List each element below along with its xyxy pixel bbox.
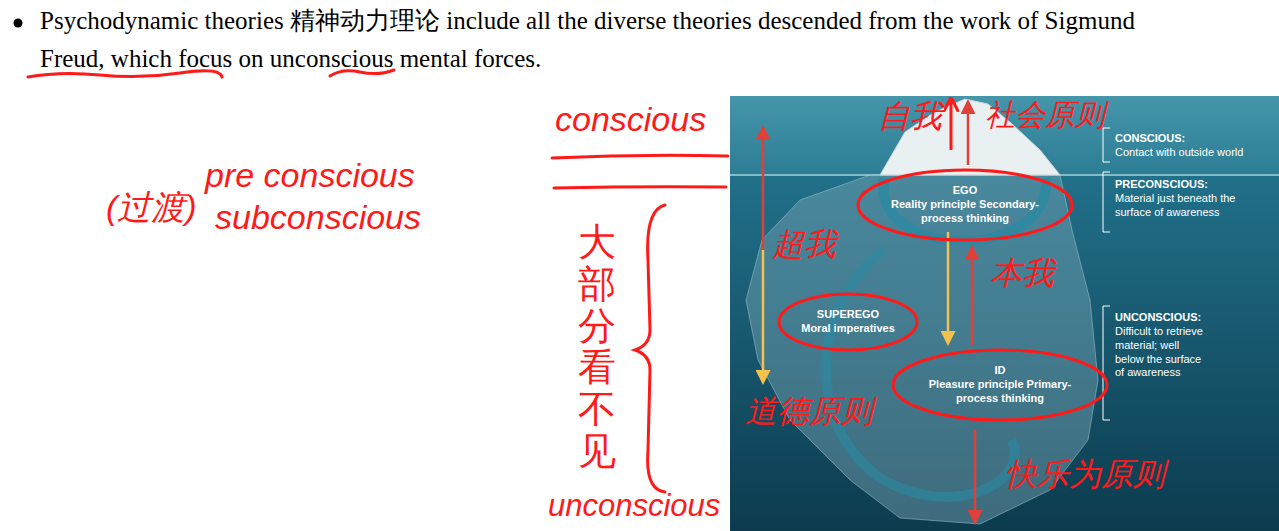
handwritten-note: (过渡) (106, 188, 197, 227)
structure-name: EGO (953, 184, 977, 198)
process-arrow (762, 128, 765, 250)
process-arrow (971, 248, 974, 345)
structure-name: ID (995, 364, 1006, 378)
bullet-dot (14, 19, 23, 28)
layer-heading: CONSCIOUS: (1115, 132, 1185, 146)
layer-heading: PRECONSCIOUS: (1115, 178, 1208, 192)
handwritten-note: 社会原则 (985, 98, 1105, 133)
layer-heading: UNCONSCIOUS: (1115, 311, 1201, 325)
handwritten-note: 超我 (772, 226, 836, 263)
hand-line (554, 187, 726, 188)
process-arrow (947, 232, 950, 343)
bullet-heading: Psychodynamic theories 精神动力理论 include al… (40, 2, 1190, 78)
layer-description: Difficult to retrieve material; well bel… (1115, 325, 1207, 380)
layer-bracket (1103, 128, 1110, 162)
structure-principle: Reality principle Secondary-process thin… (880, 198, 1050, 226)
handwritten-note: conscious (555, 100, 706, 139)
process-arrow (974, 430, 977, 522)
superego-ellipse: SUPEREGOMoral imperatives (777, 292, 919, 352)
handwritten-note: pre conscious (205, 156, 415, 195)
process-arrow (967, 102, 970, 165)
handwritten-note: unconscious (548, 488, 720, 524)
ego-ellipse: EGOReality principle Secondary-process t… (856, 168, 1074, 242)
handwritten-note: 本我 (990, 255, 1054, 292)
structure-name: SUPEREGO (817, 308, 879, 322)
handwritten-note: 自我 (878, 98, 942, 135)
layer-description: Contact with outside world (1115, 146, 1273, 160)
handwritten-note: 快乐为原则 (1005, 456, 1165, 493)
handwritten-note: 道德原则 (745, 393, 873, 430)
hand-brace (635, 205, 665, 492)
hand-circle (893, 350, 1107, 420)
water-band (730, 175, 1279, 531)
id-ellipse: IDPleasure principle Primary-process thi… (891, 348, 1109, 422)
handwritten-note: 大部分看不见 (578, 222, 616, 473)
sky-band (730, 96, 1279, 176)
hand-circle (779, 294, 917, 350)
hand-line (552, 155, 728, 158)
structure-principle: Pleasure principle Primary-process think… (915, 378, 1085, 406)
layer-description: Material just beneath the surface of awa… (1115, 192, 1273, 220)
handwritten-note: subconscious (215, 198, 421, 237)
structure-principle: Moral imperatives (801, 322, 895, 336)
layer-bracket (1103, 306, 1110, 420)
hand-circle (858, 170, 1072, 240)
mind-band (826, 250, 1015, 497)
process-arrow (762, 250, 765, 382)
hand-arrow (950, 100, 953, 150)
layer-bracket (1103, 172, 1110, 232)
